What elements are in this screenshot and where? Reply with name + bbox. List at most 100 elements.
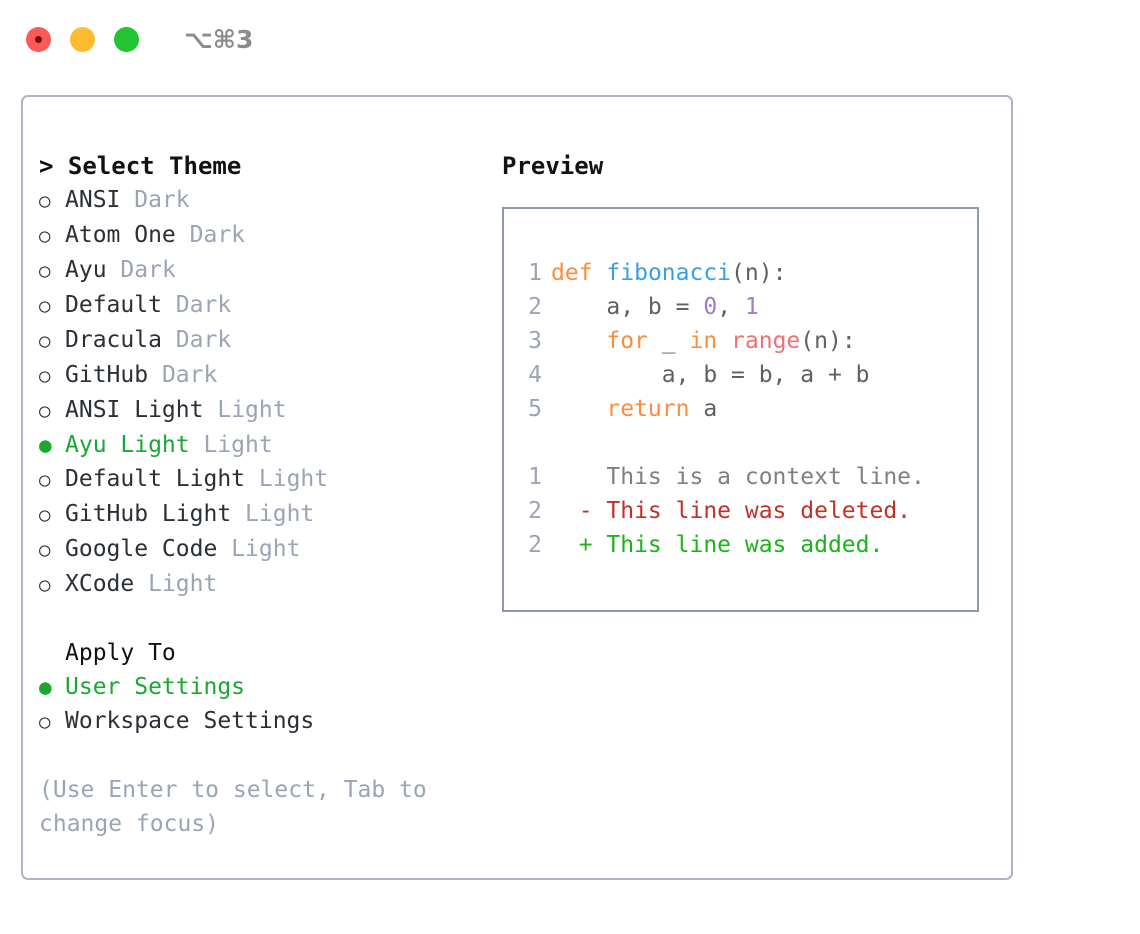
spacer — [203, 393, 217, 427]
theme-variant-tag: Dark — [161, 362, 218, 388]
code-token: , — [717, 294, 745, 320]
line-number: 4 — [528, 362, 542, 388]
line-number: 3 — [528, 328, 542, 354]
spacer — [190, 428, 204, 462]
code-token: a — [689, 396, 718, 422]
line-number: 2 — [528, 498, 542, 524]
theme-name-label: Default Light — [65, 466, 246, 492]
radio-unselected-icon: ○ — [39, 225, 51, 247]
spacer — [245, 462, 259, 496]
radio-unselected-icon: ○ — [39, 469, 51, 491]
theme-list-item[interactable]: ○Default Dark — [39, 288, 499, 323]
keyboard-shortcut-label: ⌥⌘3 — [184, 24, 254, 54]
theme-list-item[interactable]: ○GitHub Light Light — [39, 497, 499, 532]
theme-selection-pane: > Select Theme ○ANSI Dark○Atom One Dark○… — [39, 149, 499, 841]
theme-list-item[interactable]: ● Ayu Light Light — [39, 428, 499, 462]
code-token: (n): — [800, 328, 856, 354]
theme-list-item[interactable]: ○ Default Light Light — [39, 462, 499, 497]
theme-name-label: ANSI Light — [65, 397, 204, 423]
theme-variant-tag: Dark — [189, 222, 246, 248]
radio-unselected-icon: ○ — [39, 539, 51, 561]
diff-line: 2 - This line was deleted. — [520, 494, 925, 528]
diff-sign: + — [551, 532, 593, 558]
window-titlebar: ⌥⌘3 — [0, 0, 1140, 78]
theme-variant-tag: Light — [245, 501, 315, 527]
code-token: a, b = — [551, 294, 704, 320]
theme-name-label: Ayu Light — [65, 432, 190, 458]
theme-name-label: Google Code — [65, 536, 218, 562]
radio-unselected-icon: ○ — [39, 260, 51, 282]
theme-name-label: GitHub — [65, 362, 149, 388]
theme-variant-tag: Light — [258, 466, 329, 492]
theme-variant-tag: Dark — [120, 257, 176, 283]
theme-variant-tag: Dark — [134, 187, 190, 213]
theme-list-item[interactable]: ○ ANSI Light Light — [39, 393, 499, 428]
code-line: 2 a, b = 0, 1 — [520, 290, 925, 324]
radio-selected-icon: ● — [39, 433, 52, 457]
line-number: 2 — [528, 532, 542, 558]
theme-variant-tag: Light — [203, 432, 273, 458]
code-token: def — [551, 260, 593, 286]
apply-to-options: ●User Settings○Workspace Settings — [39, 670, 499, 739]
minimize-window-button[interactable] — [70, 26, 95, 52]
apply-to-option[interactable]: ●User Settings — [39, 670, 499, 704]
diff-line: 1 This is a context line. — [520, 460, 925, 494]
theme-list-item[interactable]: ○ Google Code Light — [39, 532, 499, 567]
code-token — [551, 396, 606, 422]
code-token — [717, 328, 731, 354]
line-number: 1 — [528, 464, 542, 490]
spacer — [107, 253, 121, 287]
line-number: 1 — [528, 260, 542, 286]
close-window-button[interactable] — [26, 26, 51, 52]
radio-unselected-icon: ○ — [39, 400, 51, 422]
spacer — [231, 497, 245, 531]
diff-line: 2 + This line was added. — [520, 528, 925, 562]
theme-variant-tag: Light — [231, 536, 301, 562]
traffic-light-buttons — [26, 26, 139, 52]
spacer — [162, 323, 176, 357]
spacer — [134, 567, 148, 601]
theme-name-label: Atom One — [65, 222, 176, 248]
line-number: 2 — [528, 294, 542, 320]
code-token — [593, 260, 607, 286]
code-line: 5 return a — [520, 392, 925, 426]
code-token: for — [606, 328, 648, 354]
terminal-content-frame: > Select Theme ○ANSI Dark○Atom One Dark○… — [21, 95, 1013, 880]
spacer — [120, 183, 134, 217]
spacer — [217, 532, 231, 566]
keyboard-hint-text: (Use Enter to select, Tab to change focu… — [39, 777, 427, 837]
apply-to-option[interactable]: ○Workspace Settings — [39, 704, 499, 739]
radio-unselected-icon: ○ — [39, 574, 51, 596]
theme-list-item[interactable]: ○ Atom One Dark — [39, 218, 499, 253]
radio-unselected-icon: ○ — [39, 504, 51, 526]
diff-text: This line was deleted. — [592, 498, 912, 524]
theme-name-label: ANSI — [65, 187, 121, 213]
code-token — [551, 328, 606, 354]
code-token: range — [731, 328, 801, 354]
theme-list-item[interactable]: ○ ANSI Dark — [39, 183, 499, 218]
apply-to-option-label: User Settings — [65, 674, 246, 700]
diff-text: This is a context line. — [592, 464, 925, 490]
diff-sign — [551, 464, 593, 490]
theme-list-item[interactable]: ○ XCode Light — [39, 567, 499, 602]
code-line: 3 for _ in range(n): — [520, 324, 925, 358]
theme-variant-tag: Light — [217, 397, 287, 423]
theme-name-label: XCode — [65, 571, 135, 597]
spacer — [162, 288, 176, 322]
theme-list: ○ANSI Dark○Atom One Dark○Ayu Dark○Defaul… — [39, 183, 499, 602]
radio-unselected-icon: ○ — [39, 711, 51, 733]
apply-to-heading: Apply To — [65, 640, 176, 666]
maximize-window-button[interactable] — [114, 26, 139, 52]
theme-list-item[interactable]: ○Ayu Dark — [39, 253, 499, 288]
theme-list-item[interactable]: ○ GitHub Dark — [39, 358, 499, 393]
radio-unselected-icon: ○ — [39, 190, 51, 212]
radio-unselected-icon: ○ — [39, 365, 51, 387]
theme-name-label: Dracula — [65, 327, 162, 353]
select-theme-heading: > Select Theme — [39, 152, 242, 180]
code-token: return — [606, 396, 690, 422]
theme-variant-tag: Dark — [175, 327, 232, 353]
theme-variant-tag: Light — [148, 571, 218, 597]
radio-unselected-icon: ○ — [39, 330, 51, 352]
theme-list-item[interactable]: ○ Dracula Dark — [39, 323, 499, 358]
